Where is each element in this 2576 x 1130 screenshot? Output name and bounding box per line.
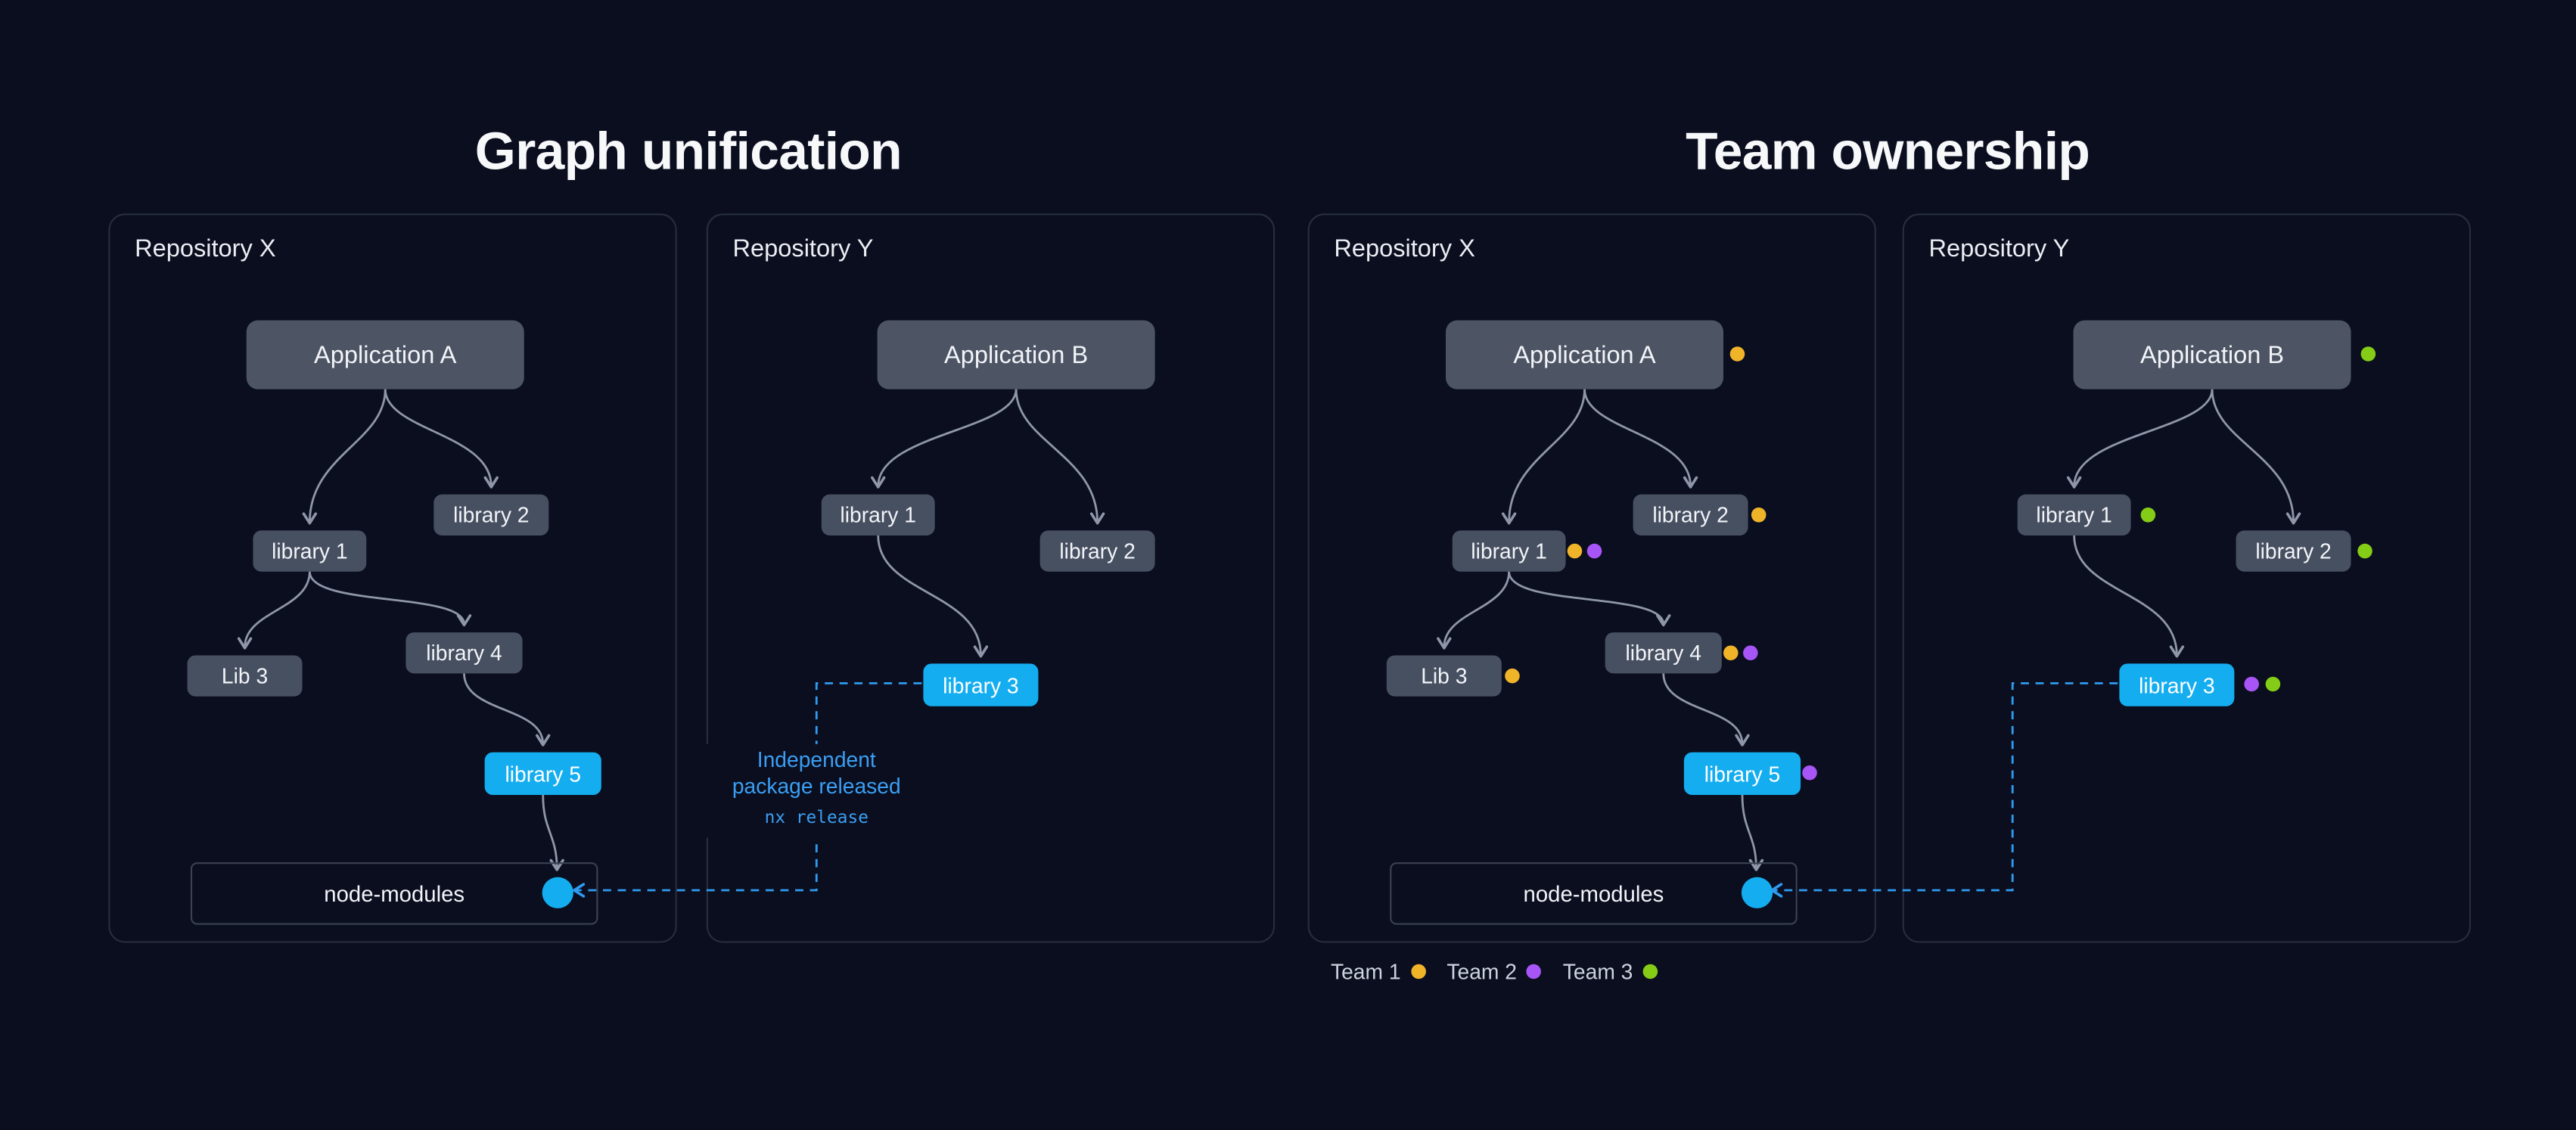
library-3-node: library 3 (2119, 663, 2235, 706)
application-b-node: Application B (877, 320, 1155, 390)
dependency-edges (2066, 389, 2301, 658)
edge-library-4-library-5 (463, 673, 551, 747)
node-modules-box: node-modules (1390, 862, 1798, 925)
published-package-dot (1741, 877, 1773, 908)
edge-app-a-library-1 (1501, 389, 1586, 525)
library-2-node: library 2 (433, 494, 549, 536)
edge-app-a-library-2 (384, 389, 499, 489)
dependency-edges (871, 389, 1105, 658)
library-2-node: library 2 (1633, 494, 1748, 536)
annotation-line-1: Independent (757, 747, 876, 772)
edge-library-1-library-4 (308, 571, 472, 627)
legend-label: Team 2 (1446, 959, 1517, 984)
team-legend: Team 1 Team 2 Team 3 (1331, 959, 1658, 984)
panel-title: Repository X (1334, 234, 1475, 263)
team-1-dot (1410, 964, 1426, 979)
edge-library-1-lib-3 (1437, 571, 1511, 650)
legend-item-team-3: Team 3 (1563, 959, 1658, 984)
node-modules-label: node-modules (324, 881, 465, 906)
team-2-dot (1586, 543, 1602, 559)
dependency-edges (1437, 389, 1764, 871)
library-4-node: library 4 (1605, 632, 1722, 674)
library-2-node: library 2 (1039, 530, 1155, 572)
team-3-dot (2360, 346, 2376, 362)
team-1-dot (1505, 668, 1520, 684)
release-annotation: Independent package released nx release (701, 744, 932, 838)
edge-app-b-library-2 (1015, 389, 1105, 525)
team-3-dot (2357, 543, 2372, 559)
library-1-node: library 1 (1452, 530, 1566, 572)
legend-label: Team 1 (1330, 959, 1401, 984)
library-1-node: library 1 (253, 530, 367, 572)
team-2-dot (1527, 964, 1542, 979)
lib-3-node: Lib 3 (1386, 655, 1502, 697)
dependency-edges (237, 389, 564, 871)
legend-label: Team 3 (1562, 959, 1633, 984)
panel-repository-x-team-ownership: Repository X Application A library 1 lib… (1307, 213, 1876, 943)
edge-app-b-library-2 (2211, 389, 2301, 525)
edge-library-5-node-modules (1741, 795, 1764, 871)
node-modules-label: node-modules (1523, 881, 1664, 906)
library-4-node: library 4 (406, 632, 523, 674)
application-a-node: Application A (246, 320, 524, 390)
edge-app-a-library-2 (1583, 389, 1698, 489)
edge-app-a-library-1 (302, 389, 387, 525)
section-title-team-ownership: Team ownership (1686, 121, 2090, 181)
panel-repository-y-team-ownership: Repository Y Application B library 1 lib… (1902, 213, 2472, 943)
team-2-dot (2244, 676, 2259, 692)
team-1-dot (1723, 645, 1739, 660)
edge-library-1-library-3 (877, 535, 989, 658)
lib-3-node: Lib 3 (187, 655, 303, 697)
library-5-node: library 5 (484, 752, 601, 796)
team-1-dot (1567, 543, 1583, 559)
edge-library-1-library-3 (2073, 535, 2185, 658)
team-2-dot (1743, 645, 1758, 660)
edge-library-1-lib-3 (237, 571, 311, 650)
library-2-node: library 2 (2236, 530, 2351, 572)
annotation-line-2: package released (732, 773, 901, 799)
panel-title: Repository Y (732, 234, 874, 263)
edge-app-b-library-1 (871, 389, 1018, 489)
team-3-dot (2140, 508, 2156, 523)
library-1-node: library 1 (2017, 494, 2131, 536)
edge-library-5-node-modules (542, 795, 564, 871)
team-1-dot (1729, 346, 1745, 362)
section-title-graph-unification: Graph unification (474, 121, 903, 181)
legend-item-team-2: Team 2 (1446, 959, 1542, 984)
team-1-dot (1751, 508, 1767, 523)
panel-title: Repository Y (1928, 234, 2070, 263)
library-3-node: library 3 (923, 663, 1039, 706)
edge-library-1-library-4 (1508, 571, 1671, 627)
library-1-node: library 1 (821, 494, 935, 536)
published-package-dot (542, 877, 573, 908)
application-a-node: Application A (1446, 320, 1724, 390)
legend-item-team-1: Team 1 (1330, 959, 1426, 984)
edge-app-b-library-1 (2066, 389, 2214, 489)
team-3-dot (1642, 964, 1658, 979)
team-3-dot (2265, 676, 2281, 692)
node-modules-box: node-modules (190, 862, 598, 925)
edge-library-4-library-5 (1662, 673, 1750, 747)
panel-repository-y-graph-unification: Repository Y Application B library 1 lib… (706, 213, 1276, 943)
application-b-node: Application B (2073, 320, 2351, 390)
annotation-command: nx release (764, 808, 869, 828)
panel-repository-x-graph-unification: Repository X Application A library 1 lib… (108, 213, 677, 943)
library-5-node: library 5 (1683, 752, 1801, 796)
team-2-dot (1802, 765, 1817, 781)
panel-title: Repository X (135, 234, 276, 263)
